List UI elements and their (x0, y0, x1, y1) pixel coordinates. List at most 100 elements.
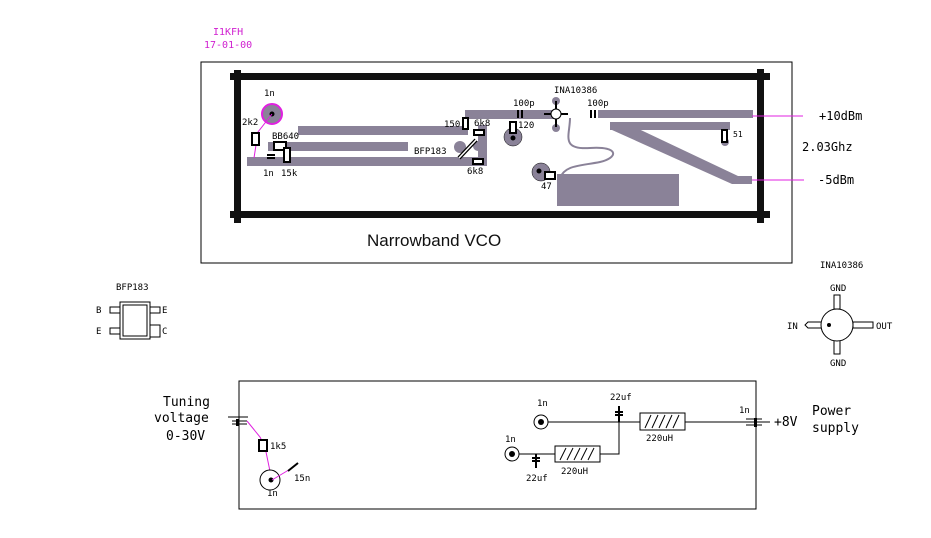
ina-pad-bottom (552, 124, 560, 132)
label-120: 120 (518, 121, 534, 131)
varactor-bb640 (273, 141, 287, 151)
label-22uf-top: 22uf (610, 393, 632, 403)
resistor-120 (509, 121, 517, 134)
label-6k8-top: 6k8 (474, 119, 490, 129)
label-15n: 15n (294, 474, 310, 484)
label-150: 150 (444, 120, 460, 130)
ina-pin-top: GND (830, 284, 846, 294)
label-2k2: 2k2 (242, 118, 258, 128)
tuning-label-1: Tuning (163, 395, 210, 410)
ina-pin-right: OUT (876, 322, 893, 332)
pad-47-via (536, 168, 542, 174)
transistor-inner (458, 139, 477, 159)
bfp183-body-inner (122, 304, 148, 337)
supply-label-2: supply (812, 421, 859, 436)
feed-1n-via-left (509, 451, 515, 457)
ina-pin-bottom: GND (830, 359, 846, 369)
ina-lead-top (833, 294, 841, 310)
label-1n-tuning: 1n (267, 489, 278, 499)
feedthrough-right-dot (754, 418, 757, 427)
label-220uh-bottom: 220uH (561, 467, 588, 477)
label-bfp183: BFP183 (414, 147, 447, 157)
label-1n-left-pad: 1n (505, 435, 516, 445)
trace-curve (559, 117, 614, 179)
pcb-title: Narrowband VCO (367, 231, 501, 250)
supply-label-1: Power (812, 404, 851, 419)
bfp183-pin-4 (109, 327, 121, 335)
label-22uf-bottom: 22uf (526, 474, 548, 484)
bfp183-pin-label-bl: E (96, 327, 101, 337)
ina-lead-bottom (833, 339, 841, 355)
label-47: 47 (541, 182, 552, 192)
label-100p-right: 100p (587, 99, 609, 109)
label-1k5: 1k5 (270, 442, 286, 452)
output-low-label: -5dBm (818, 173, 854, 187)
resistor-6k8-top (473, 129, 485, 136)
trace-top-entry (465, 110, 555, 119)
ina10386-pinout: INA10386 GND IN OUT GND (787, 261, 893, 369)
tuning-1n-via (268, 477, 274, 483)
bfp183-pin-2 (149, 306, 161, 314)
author-label: I1KFH (213, 27, 243, 38)
bfp183-pin-label-tr: E (162, 306, 167, 316)
transistor-pad-left (454, 141, 466, 153)
label-ina10386: INA10386 (554, 86, 597, 96)
trace-middle (268, 142, 408, 151)
feedthrough-left-dot (236, 419, 239, 426)
trace-pad-large (557, 174, 679, 206)
label-6k8-bottom: 6k8 (467, 167, 483, 177)
resistor-15k (283, 147, 291, 163)
supply-voltage-label: +8V (774, 415, 798, 430)
inductor-bottom-hatch (559, 447, 595, 461)
bias-board: Tuning voltage 0-30V 1k5 15n 1n 1n 1n 22… (154, 380, 770, 510)
bfp183-pin-3 (109, 306, 121, 314)
ina-pin-left: IN (787, 322, 798, 332)
frequency-label: 2.03Ghz (802, 140, 853, 154)
label-51: 51 (733, 130, 743, 139)
date-label: 17-01-00 (204, 40, 252, 51)
resistor-2k2 (251, 132, 260, 146)
ina-lead-right (852, 321, 874, 329)
wire-riser (600, 422, 620, 455)
label-1n-bottom: 1n (263, 169, 274, 179)
label-15k: 15k (281, 169, 298, 179)
bfp183-pin-label-br: C (162, 327, 167, 337)
transistor-pad-right (473, 141, 483, 151)
label-bb640: BB640 (272, 132, 299, 142)
frame-top-bar (230, 73, 770, 80)
cap-15n (287, 462, 299, 472)
ina-lead-left (804, 321, 823, 329)
bias-board-outline (238, 380, 757, 510)
resistor-47 (544, 171, 556, 180)
bfp183-pin-label-tl: B (96, 306, 101, 316)
trace-output-high (598, 110, 753, 118)
pcb-board: 1n 2k2 BB640 1n 15k BFP183 150 6k8 6k8 1… (200, 61, 804, 264)
resistor-6k8-bottom (472, 158, 484, 165)
ina-body (820, 308, 854, 342)
frame-bottom-bar (230, 211, 770, 218)
trace-bottom (247, 157, 487, 166)
frame-right-bar (757, 69, 764, 223)
bfp183-title: BFP183 (116, 283, 149, 293)
resistor-1k5 (258, 439, 268, 452)
tuning-label-3: 0-30V (166, 429, 205, 444)
label-1n-top: 1n (264, 89, 275, 99)
bfp183-pinout: BFP183 B E E C (96, 283, 167, 340)
trace-coupler-diagonal (612, 122, 752, 184)
pad-120-via (510, 135, 516, 141)
label-100p-left: 100p (513, 99, 535, 109)
ina-pin1-dot (827, 323, 831, 327)
feed-1n-via-top (538, 419, 544, 425)
output-high-label: +10dBm (819, 109, 862, 123)
label-1n-top-pad: 1n (537, 399, 548, 409)
amplifier-ina10386 (550, 108, 562, 120)
frame-left-bar (234, 70, 241, 223)
resistor-150 (462, 117, 469, 130)
tuning-label-2: voltage (154, 411, 209, 426)
inductor-top-hatch (644, 414, 680, 429)
trace-long-top (298, 126, 468, 135)
label-220uh-top: 220uH (646, 434, 673, 444)
bfp183-pin-1 (149, 324, 161, 338)
trace-coupler-top (610, 122, 730, 130)
